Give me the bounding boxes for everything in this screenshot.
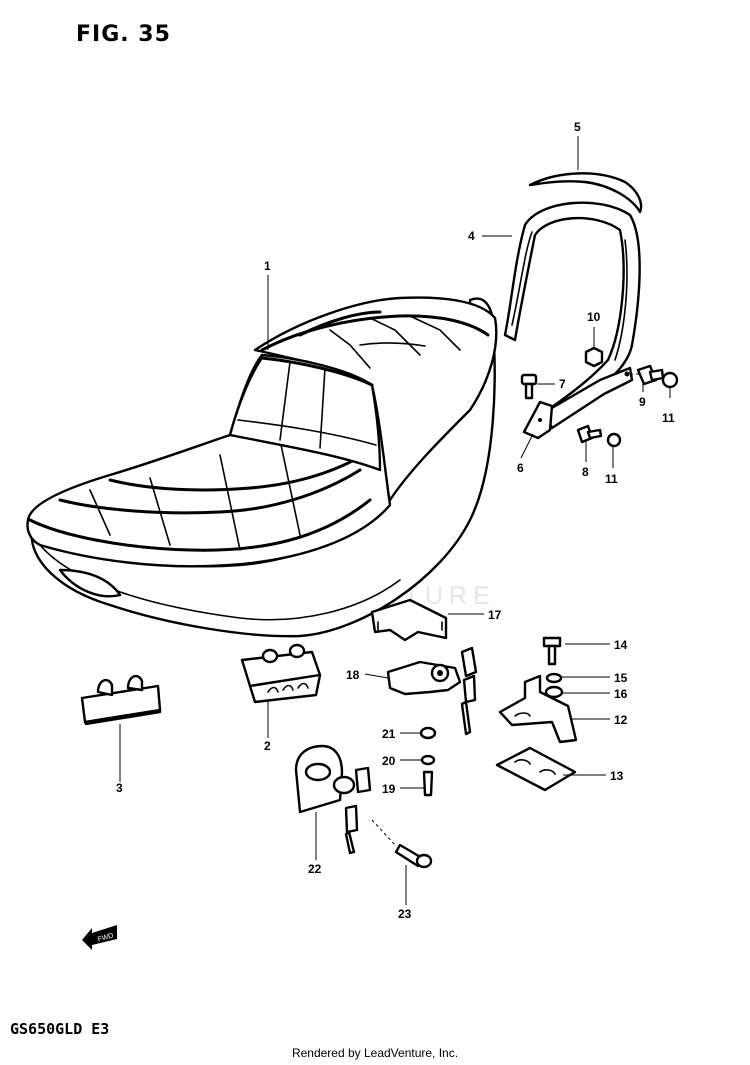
callout-7: 7 bbox=[559, 377, 566, 391]
nut-10 bbox=[584, 346, 604, 368]
washer-20 bbox=[420, 754, 436, 766]
callout-8: 8 bbox=[582, 465, 589, 479]
callout-13: 13 bbox=[610, 769, 624, 783]
rail-cover bbox=[528, 172, 643, 214]
callout-23: 23 bbox=[398, 907, 412, 921]
helmet-lock-22 bbox=[294, 744, 372, 855]
bracket-12 bbox=[498, 674, 578, 744]
callout-3: 3 bbox=[116, 781, 123, 795]
callout-labels: 1 2 3 4 5 6 7 8 9 10 11 11 12 13 14 15 1… bbox=[97, 120, 675, 943]
callout-18: 18 bbox=[346, 668, 360, 682]
bracket-6 bbox=[522, 400, 554, 440]
bolt-9 bbox=[630, 364, 665, 386]
washer-16 bbox=[544, 685, 564, 699]
callout-14: 14 bbox=[614, 638, 628, 652]
callout-22: 22 bbox=[308, 862, 322, 876]
screw-23 bbox=[371, 819, 433, 869]
footer-credit: Rendered by LeadVenture, Inc. bbox=[291, 1046, 459, 1060]
callout-11-upper: 11 bbox=[662, 411, 675, 425]
callout-10: 10 bbox=[587, 310, 601, 324]
model-code: GS650GLD E3 bbox=[10, 1020, 110, 1038]
callout-16: 16 bbox=[614, 687, 628, 701]
callout-15: 15 bbox=[614, 671, 628, 685]
bolt-14 bbox=[542, 636, 562, 666]
cap-11-upper bbox=[661, 371, 679, 389]
callout-5: 5 bbox=[574, 120, 581, 134]
leader-lines bbox=[119, 136, 671, 905]
cap-11-lower bbox=[606, 432, 622, 448]
figure-title: FIG. 35 bbox=[76, 22, 171, 47]
washer-15 bbox=[545, 672, 563, 684]
plate-13 bbox=[495, 746, 577, 792]
callout-21: 21 bbox=[382, 727, 396, 741]
cushion-2 bbox=[240, 643, 322, 704]
callout-11-lower: 11 bbox=[605, 472, 618, 486]
nut-21 bbox=[419, 726, 437, 740]
callout-6: 6 bbox=[517, 461, 524, 475]
cushion-3 bbox=[80, 674, 162, 726]
callout-4: 4 bbox=[468, 229, 475, 243]
callout-12: 12 bbox=[614, 713, 628, 727]
seat-lock-18 bbox=[386, 646, 478, 736]
callout-19: 19 bbox=[382, 782, 396, 796]
fwd-label: FWD bbox=[97, 933, 114, 944]
callout-9: 9 bbox=[639, 395, 646, 409]
callout-1: 1 bbox=[264, 259, 271, 273]
seat-assembly bbox=[26, 296, 498, 638]
bracket-17 bbox=[370, 598, 448, 642]
screw-19 bbox=[422, 770, 434, 797]
callout-2: 2 bbox=[264, 739, 271, 753]
bolt-8 bbox=[576, 424, 603, 444]
callout-17: 17 bbox=[488, 608, 502, 622]
bolt-7 bbox=[520, 373, 538, 400]
callout-20: 20 bbox=[382, 754, 396, 768]
fwd-arrow-icon bbox=[82, 925, 117, 950]
